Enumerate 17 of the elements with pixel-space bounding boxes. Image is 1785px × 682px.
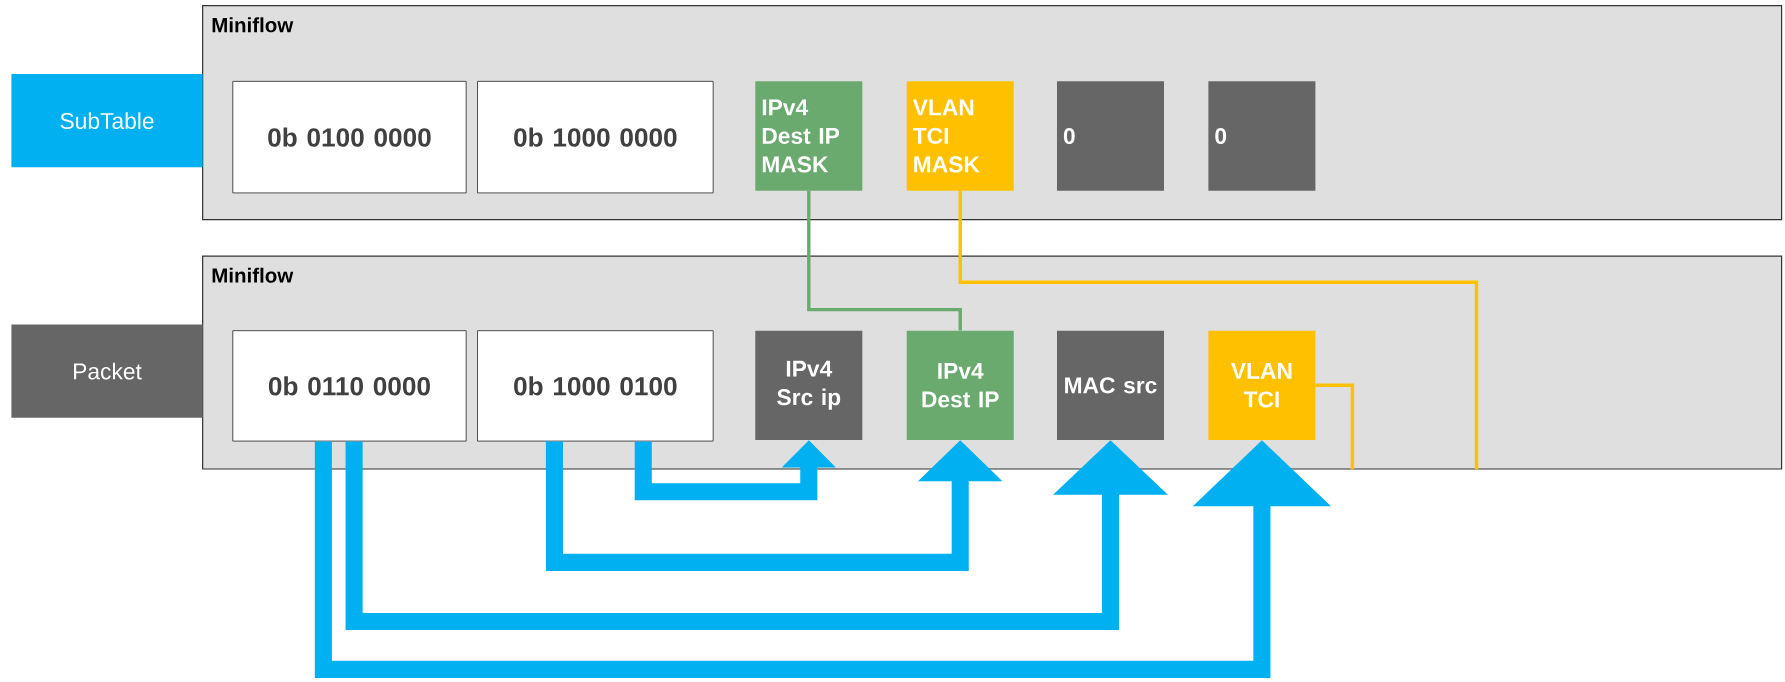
connector-line: [807, 190, 962, 331]
field-box: IPv4 Src ip: [755, 330, 863, 440]
field-box: 0: [1208, 81, 1316, 191]
field-box: 0: [1057, 81, 1164, 191]
field-box: VLAN TCI MASK: [906, 81, 1014, 191]
connector-line: [1315, 383, 1355, 470]
field-box: VLAN TCI: [1208, 330, 1316, 440]
value-box: 0b 1000 0000: [477, 80, 714, 194]
tab-label: SubTable: [11, 74, 203, 168]
field-box: IPv4 Dest IP: [906, 330, 1014, 440]
field-box: IPv4 Dest IP MASK: [755, 81, 863, 191]
value-box: 0b 0100 0000: [232, 80, 467, 194]
field-box: MAC src: [1057, 330, 1164, 440]
value-box: 0b 1000 0100: [477, 330, 714, 442]
tab-label: Packet: [11, 324, 203, 418]
connector-line: [958, 190, 1479, 470]
value-box: 0b 0110 0000: [232, 330, 467, 442]
